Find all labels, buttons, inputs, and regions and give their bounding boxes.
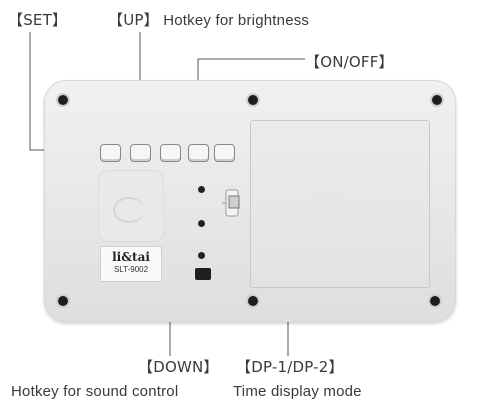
speaker-grille <box>98 170 164 242</box>
dp-label: 【DP-1/DP-2】 <box>236 356 344 377</box>
model-number: SLT-9002 <box>113 265 149 274</box>
screw-top-left <box>58 95 68 105</box>
onoff-label-text: 【ON/OFF】 <box>305 53 394 71</box>
up-description: Hotkey for brightness <box>163 12 310 29</box>
down-label-text: 【DOWN】 <box>138 358 219 376</box>
screw-bottom-left <box>58 296 68 306</box>
dp-description: Time display mode <box>233 383 362 400</box>
hole-1 <box>198 186 205 193</box>
up-button[interactable] <box>130 144 151 162</box>
power-jack[interactable] <box>195 268 211 280</box>
set-button[interactable] <box>100 144 121 162</box>
onoff-label: 【ON/OFF】 <box>305 51 394 72</box>
screw-top-right <box>432 95 442 105</box>
dp-label-text: 【DP-1/DP-2】 <box>236 358 344 376</box>
clock-back-panel: · · · · · · · li&tai SLT-9002 · · · · · … <box>44 80 456 322</box>
onoff-button[interactable] <box>188 144 209 162</box>
brand-name: li&tai <box>112 250 150 264</box>
battery-cover[interactable]: · · · · · · ·· · · · · · <box>250 120 430 288</box>
down-label: 【DOWN】 <box>138 356 219 377</box>
screw-top-middle <box>248 95 258 105</box>
dp-button[interactable] <box>214 144 235 162</box>
screw-bottom-right <box>430 296 440 306</box>
hole-2 <box>198 220 205 227</box>
battery-cover-marking: · · · · · · ·· · · · · · <box>311 194 346 211</box>
down-description-text: Hotkey for sound control <box>11 383 179 400</box>
down-button[interactable] <box>160 144 181 162</box>
down-description: Hotkey for sound control <box>11 383 178 400</box>
hole-3 <box>198 252 205 259</box>
screw-bottom-middle <box>248 296 258 306</box>
dp-description-text: Time display mode <box>233 383 362 400</box>
model-sticker: li&tai SLT-9002 <box>100 246 162 282</box>
slide-switch[interactable] <box>220 188 246 218</box>
up-label: 【UP】 Hotkey for brightness <box>108 9 309 30</box>
set-label-text: 【SET】 <box>8 11 68 29</box>
up-key-text: 【UP】 <box>108 11 159 29</box>
set-label: 【SET】 <box>8 9 67 30</box>
speaker-pattern <box>113 197 145 223</box>
button-markings: · · · · · · · <box>104 128 147 134</box>
